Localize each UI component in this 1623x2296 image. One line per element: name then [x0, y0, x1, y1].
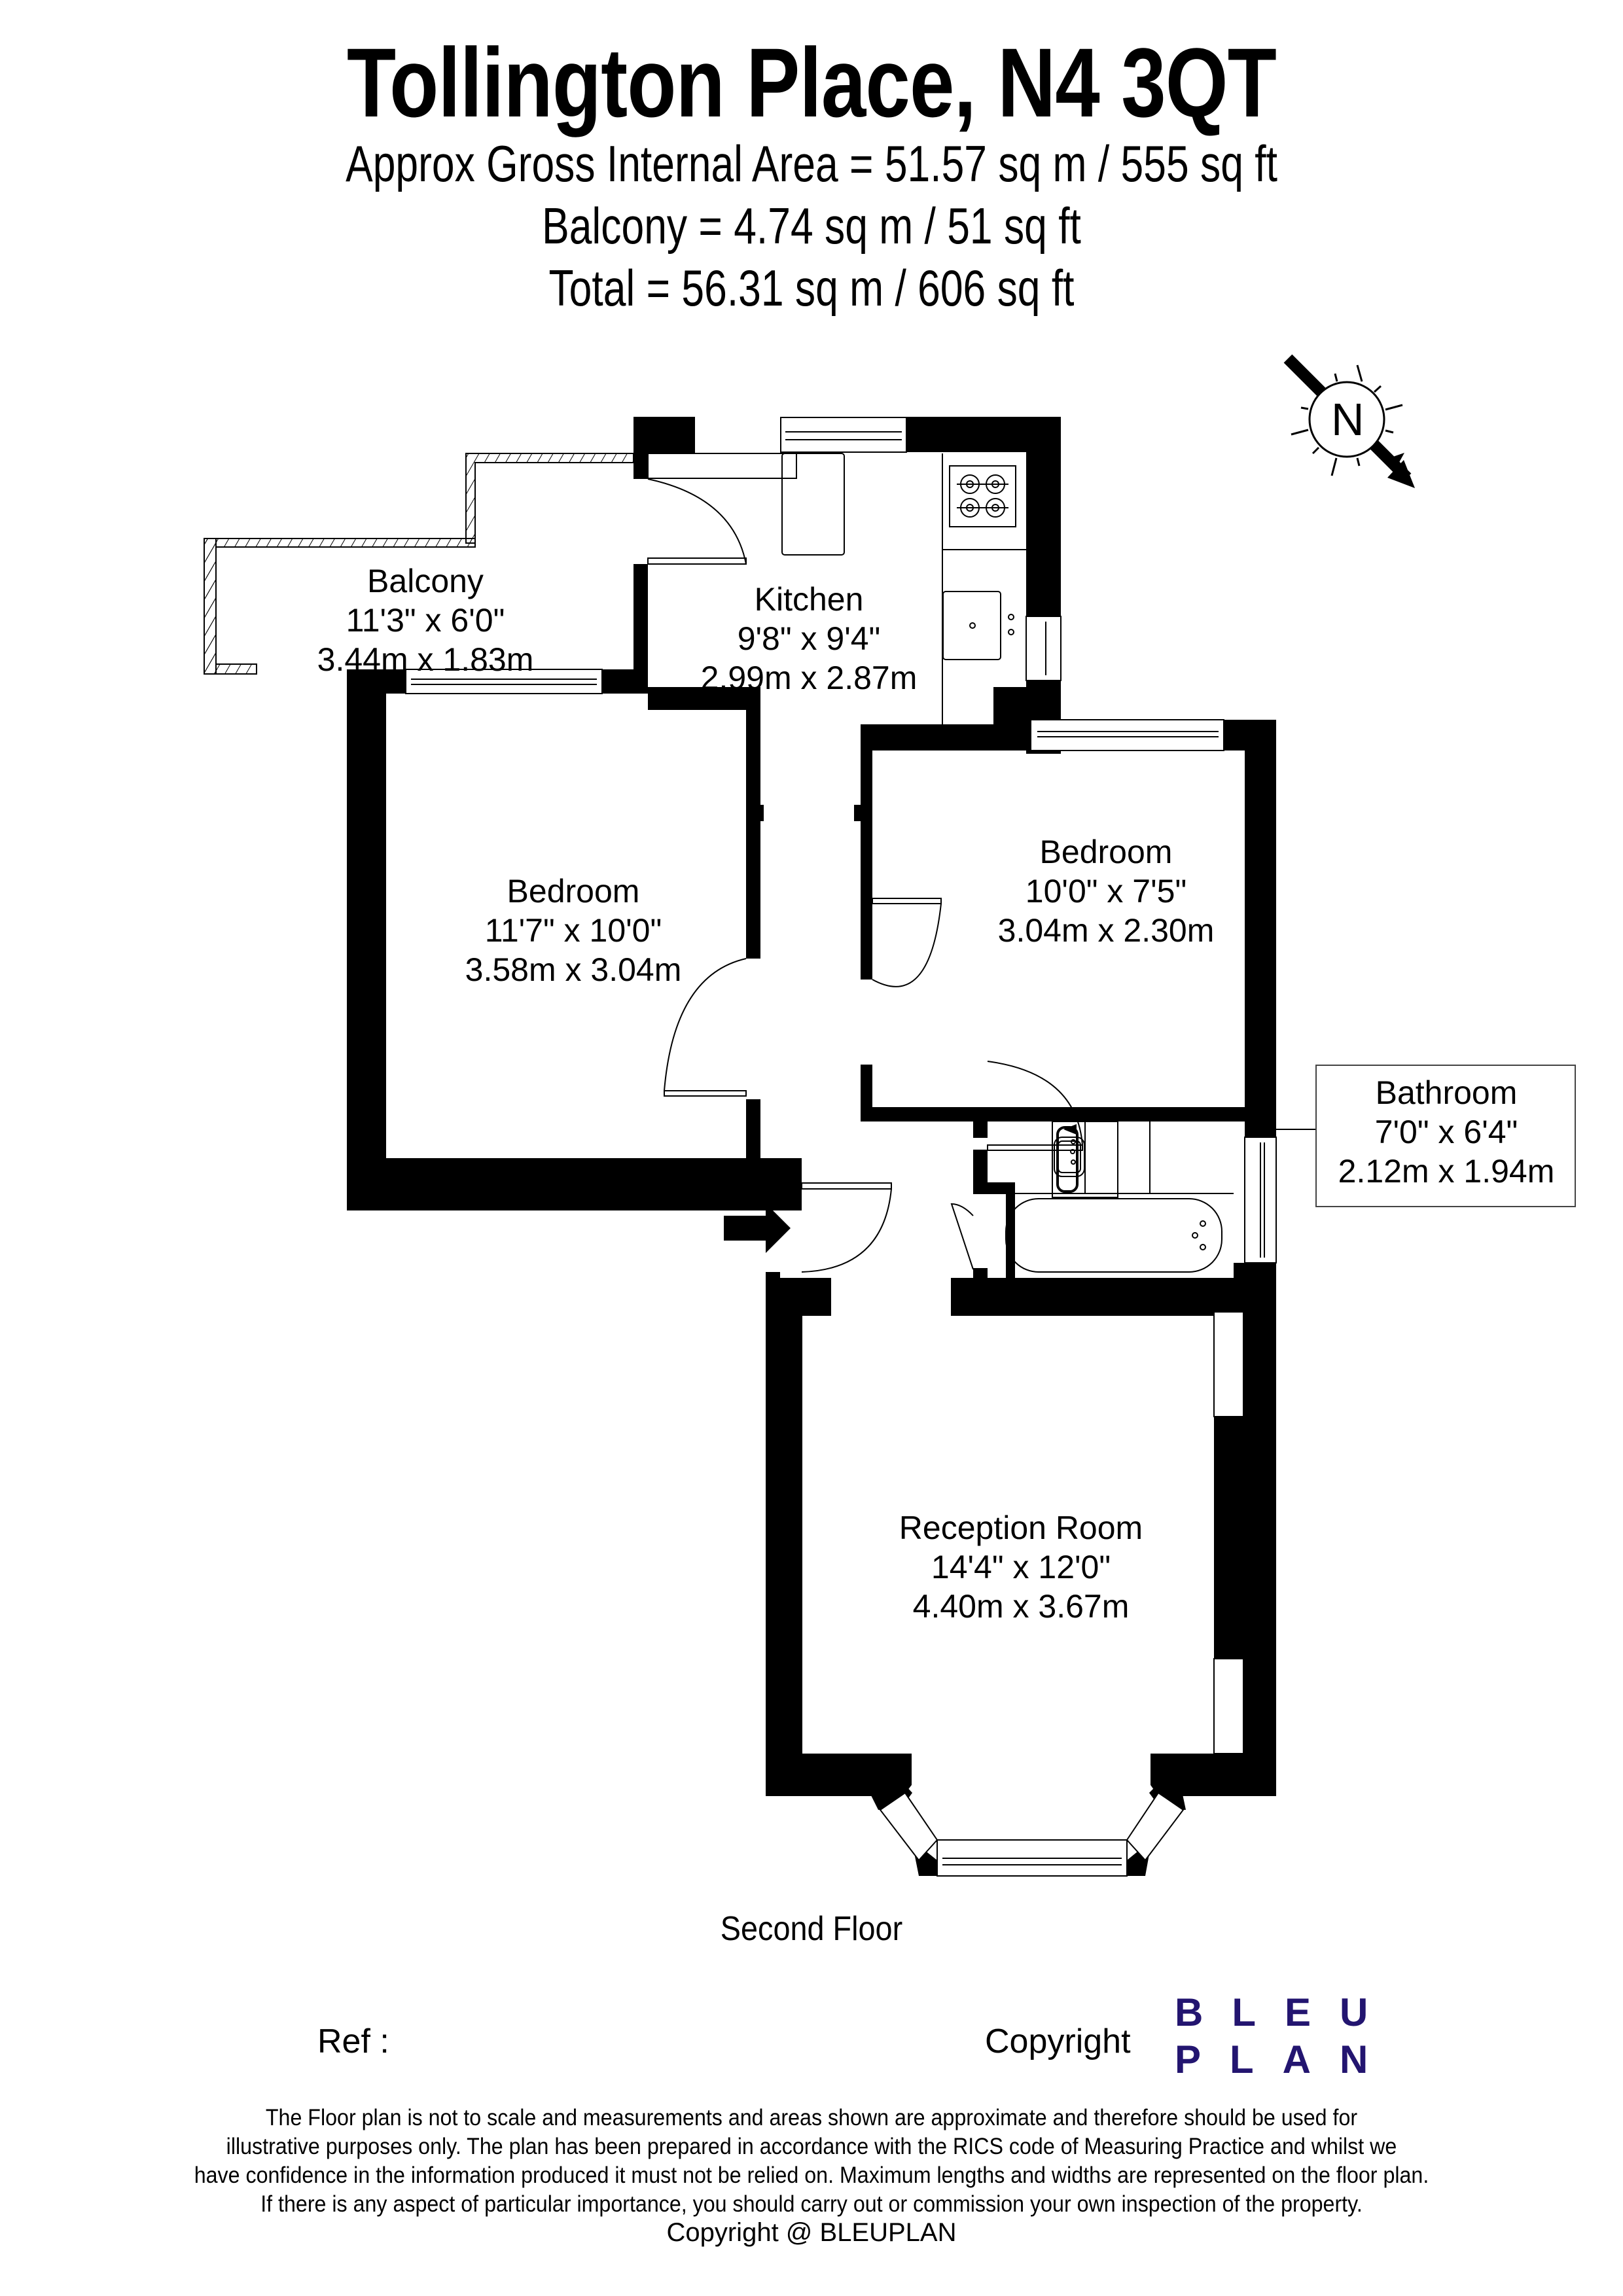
room-metric: 2.99m x 2.87m	[700, 660, 918, 696]
room-imperial: 9'8" x 9'4"	[737, 620, 881, 657]
doors	[647, 478, 1083, 1273]
room-label-bathroom: Bathroom 7'0" x 6'4" 2.12m x 1.94m	[1338, 1073, 1555, 1191]
bathroom-pointer-icon	[1063, 1124, 1077, 1135]
page-title: Tollington Place, N4 3QT	[346, 27, 1277, 137]
room-imperial: 10'0" x 7'5"	[1025, 873, 1187, 910]
disclaimer-line: The Floor plan is not to scale and measu…	[265, 2105, 1358, 2130]
room-name: Reception Room	[899, 1510, 1143, 1546]
gross-internal-area: Approx Gross Internal Area = 51.57 sq m …	[346, 135, 1277, 192]
kitchen-fixtures	[647, 453, 1026, 751]
room-imperial: 14'4" x 12'0"	[931, 1549, 1111, 1585]
copyright-label: Copyright	[985, 2022, 1131, 2060]
ref-label: Ref :	[317, 2022, 389, 2060]
room-label-reception: Reception Room 14'4" x 12'0" 4.40m x 3.6…	[899, 1508, 1143, 1626]
room-metric: 3.58m x 3.04m	[465, 951, 682, 988]
compass-label: N	[1331, 394, 1364, 445]
room-metric: 4.40m x 3.67m	[912, 1588, 1130, 1625]
room-imperial: 11'3" x 6'0"	[346, 602, 505, 639]
room-label-bedroom-2: Bedroom 10'0" x 7'5" 3.04m x 2.30m	[998, 832, 1215, 950]
floor-label: Second Floor	[720, 1910, 903, 1948]
balcony-area: Balcony = 4.74 sq m / 51 sq ft	[542, 197, 1081, 255]
entrance-arrow-icon	[724, 1203, 791, 1253]
footer-copyright: Copyright @ BLEUPLAN	[666, 2218, 957, 2247]
logo-line-2: PLAN	[1175, 2038, 1397, 2081]
disclaimer: The Floor plan is not to scale and measu…	[65, 2104, 1558, 2219]
room-metric: 2.12m x 1.94m	[1338, 1153, 1555, 1190]
room-name: Bedroom	[1039, 834, 1173, 870]
bleuplan-logo: BLEU PLAN	[1175, 1989, 1397, 2083]
disclaimer-line: illustrative purposes only. The plan has…	[226, 2134, 1397, 2159]
room-imperial: 7'0" x 6'4"	[1374, 1114, 1518, 1150]
walls	[347, 417, 1276, 1876]
logo-line-1: BLEU	[1175, 1990, 1397, 2034]
room-name: Bedroom	[507, 873, 640, 910]
north-arrow-icon	[1283, 354, 1415, 488]
room-label-balcony: Balcony 11'3" x 6'0" 3.44m x 1.83m	[317, 561, 534, 679]
room-metric: 3.04m x 2.30m	[997, 912, 1215, 949]
bathroom-fixtures	[999, 1121, 1315, 1273]
bathroom-label-box	[1315, 1065, 1576, 1207]
room-name: Kitchen	[754, 581, 864, 618]
room-label-kitchen: Kitchen 9'8" x 9'4" 2.99m x 2.87m	[701, 580, 918, 698]
balcony-outline	[204, 453, 634, 675]
disclaimer-line: have confidence in the information produ…	[194, 2163, 1429, 2188]
disclaimer-line: If there is any aspect of particular imp…	[260, 2191, 1363, 2217]
room-metric: 3.44m x 1.83m	[317, 641, 534, 678]
room-imperial: 11'7" x 10'0"	[484, 912, 662, 949]
room-name: Bathroom	[1375, 1074, 1518, 1111]
windows	[405, 417, 1277, 1877]
room-label-bedroom-1: Bedroom 11'7" x 10'0" 3.58m x 3.04m	[465, 872, 682, 989]
room-name: Balcony	[367, 563, 484, 599]
total-area: Total = 56.31 sq m / 606 sq ft	[548, 259, 1075, 317]
